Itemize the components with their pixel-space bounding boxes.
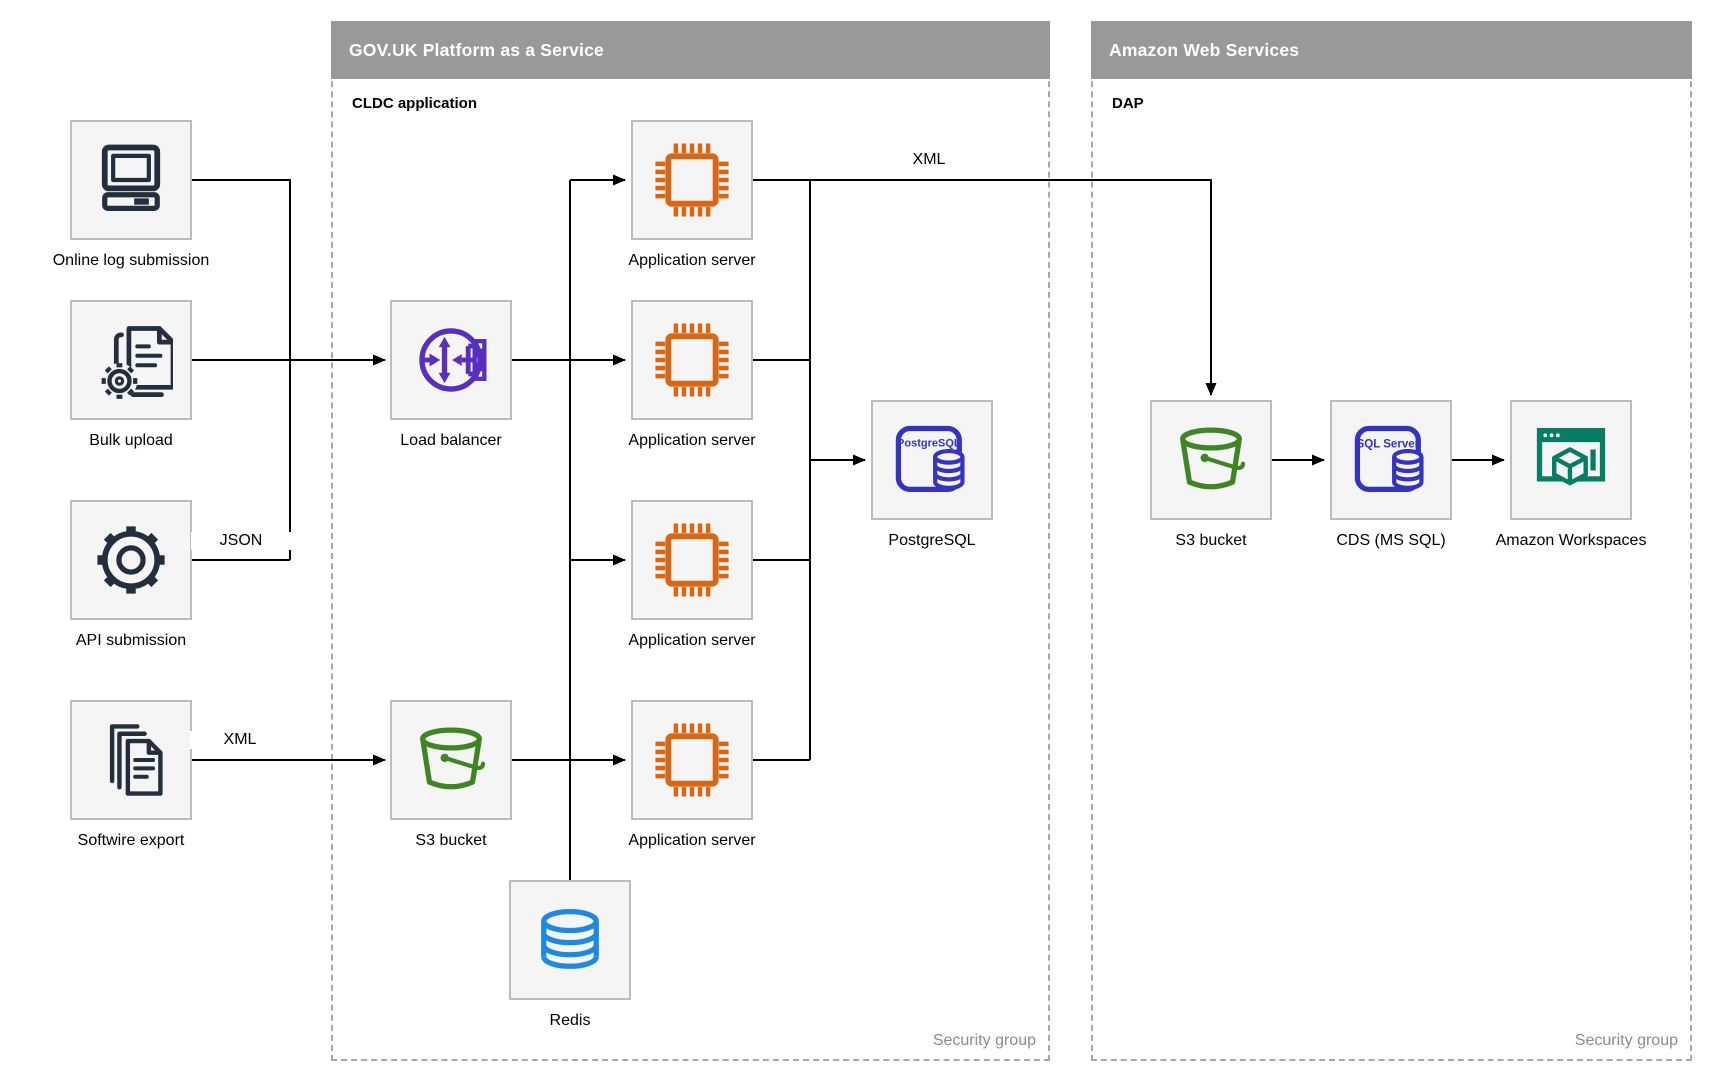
- node-cds-mssql: SQL Server: [1330, 400, 1452, 520]
- node-label-postgresql: PostgreSQL: [888, 532, 976, 549]
- node-amazon-workspaces: [1510, 400, 1632, 520]
- govuk-paas-title: GOV.UK Platform as a Service: [349, 39, 604, 60]
- node-load-balancer: [390, 300, 512, 420]
- documents-stack-icon: [109, 724, 163, 796]
- node-s3-bucket-paas: [390, 700, 512, 820]
- node-application-server-3: [631, 500, 753, 620]
- node-label-amazon-workspaces: Amazon Workspaces: [1495, 532, 1647, 549]
- chip-icon: [655, 723, 729, 797]
- chip-icon: [655, 523, 729, 597]
- node-label-app-server-3: Application server: [628, 632, 756, 649]
- node-label-load-balancer: Load balancer: [400, 432, 502, 449]
- node-label-cds-mssql: CDS (MS SQL): [1336, 532, 1446, 549]
- node-application-server-2: [631, 300, 753, 420]
- node-label-softwire-export: Softwire export: [77, 832, 185, 849]
- node-label-api-submission: API submission: [75, 632, 187, 649]
- node-bulk-upload: [70, 300, 192, 420]
- computer-icon: [101, 144, 161, 211]
- cldc-application-label: CLDC application: [352, 95, 478, 112]
- node-redis: [509, 880, 631, 1000]
- dap-label: DAP: [1112, 95, 1144, 112]
- redis-database-icon: [541, 909, 599, 969]
- govuk-paas-container: GOV.UK Platform as a Service CLDC applic…: [331, 21, 1050, 1061]
- load-balancer-icon: [419, 328, 487, 392]
- govuk-paas-header: GOV.UK Platform as a Service: [331, 21, 1050, 79]
- postgresql-icon: PostgreSQL: [895, 425, 965, 493]
- node-label-s3-bucket-aws: S3 bucket: [1175, 532, 1247, 549]
- sql-server-icon-text: SQL Server: [1357, 438, 1420, 450]
- node-label-online-log: Online log submission: [52, 252, 210, 269]
- govuk-security-group-label: Security group: [932, 1032, 1036, 1049]
- aws-header: Amazon Web Services: [1091, 21, 1692, 79]
- aws-container: Amazon Web Services DAP Security group: [1091, 21, 1692, 1061]
- node-postgresql: PostgreSQL: [871, 400, 993, 520]
- s3-bucket-icon: [1180, 427, 1246, 490]
- node-application-server-1: [631, 120, 753, 240]
- node-label-s3-bucket-paas: S3 bucket: [415, 832, 487, 849]
- chip-icon: [655, 323, 729, 397]
- node-softwire-export: [70, 700, 192, 820]
- node-label-app-server-4: Application server: [628, 832, 756, 849]
- amazon-workspaces-icon: [1536, 427, 1606, 486]
- gear-icon: [97, 526, 165, 594]
- node-label-redis: Redis: [549, 1012, 591, 1029]
- node-label-bulk-upload: Bulk upload: [89, 432, 173, 449]
- edge-label-xml-feed: XML: [879, 151, 979, 169]
- node-application-server-4: [631, 700, 753, 820]
- postgresql-icon-text: PostgreSQL: [897, 437, 961, 449]
- s3-bucket-icon: [420, 727, 486, 790]
- node-online-log-submission: [70, 120, 192, 240]
- edge-label-xml-export: XML: [190, 731, 290, 749]
- edge-label-json: JSON: [191, 532, 291, 550]
- node-api-submission: [70, 500, 192, 620]
- chip-icon: [655, 143, 729, 217]
- aws-security-group-label: Security group: [1574, 1032, 1678, 1049]
- node-s3-bucket-aws: [1150, 400, 1272, 520]
- node-label-app-server-2: Application server: [628, 432, 756, 449]
- document-gear-icon: [101, 326, 173, 399]
- aws-title: Amazon Web Services: [1109, 39, 1300, 60]
- sql-server-icon: SQL Server: [1354, 425, 1424, 493]
- node-label-app-server-1: Application server: [628, 252, 756, 269]
